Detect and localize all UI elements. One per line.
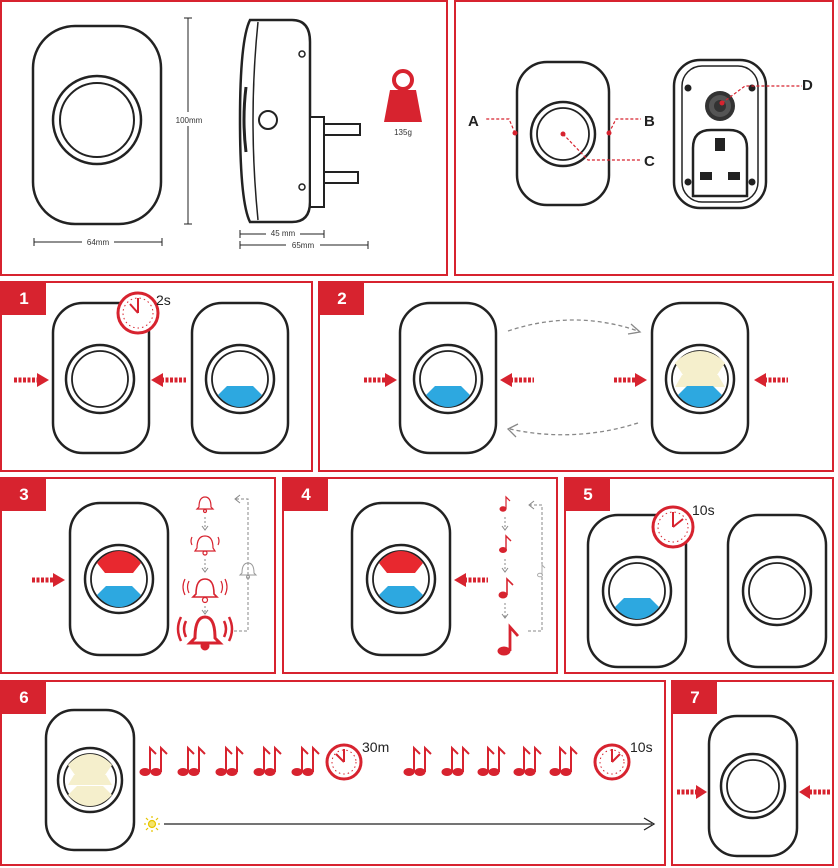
timer-icon [593, 743, 631, 781]
weight-label: 135g [394, 128, 412, 137]
parts-panel: A B C D [454, 0, 834, 276]
step-6-timer-b: 10s [630, 739, 653, 755]
bell-icon [182, 496, 228, 604]
step-6-panel: 6 30m [0, 680, 666, 866]
callout-b: B [644, 113, 655, 130]
melody-notes-a [139, 745, 320, 776]
side-button [258, 110, 278, 130]
melody-notes-b [403, 745, 578, 776]
step-5-panel: 5 10s [564, 477, 834, 674]
timer-icon [116, 291, 160, 335]
receiver-front-ring-inner [59, 82, 135, 158]
step-6-drawing: 30m 10s [44, 708, 656, 852]
depth-body-label: 45 mm [271, 229, 296, 238]
parts-drawing: A B C D [468, 58, 813, 210]
step-5-number: 5 [566, 479, 610, 511]
plug-pin-top [323, 123, 361, 136]
step-6-timer-a: 30m [362, 739, 389, 755]
step-3-panel: 3 [0, 477, 276, 674]
callout-c: C [644, 153, 655, 170]
timer-icon [325, 743, 363, 781]
step-2-panel: 2 [318, 281, 834, 472]
bell-loud-icon [176, 615, 234, 651]
step-2-drawing [364, 301, 788, 455]
callout-a: A [468, 113, 479, 130]
step-1-panel: 1 2s [0, 281, 313, 472]
step-3-number: 3 [2, 479, 46, 511]
plug-pin-bottom [323, 171, 359, 184]
callout-d: D [802, 77, 813, 94]
step-4-panel: 4 [282, 477, 558, 674]
weight-icon [384, 69, 422, 122]
step-4-number: 4 [284, 479, 328, 511]
step-7-panel: 7 [671, 680, 834, 866]
sun-icon [144, 816, 160, 832]
step-7-number: 7 [673, 682, 717, 714]
step-7-drawing [677, 714, 830, 858]
step-5-drawing: 10s [586, 502, 828, 669]
step-6-number: 6 [2, 682, 46, 714]
plug-base [309, 116, 325, 208]
music-note-icon [497, 495, 520, 656]
height-label: 100mm [176, 116, 203, 125]
step-1-number: 1 [2, 283, 46, 315]
step-3-drawing [32, 494, 258, 657]
step-4-drawing [350, 495, 546, 657]
press-arrow-left [14, 373, 49, 387]
press-arrow-right [151, 373, 186, 387]
depth-total-label: 65mm [292, 241, 315, 250]
dimensions-drawing: 64mm 100mm 45 mm 65mm 135g [31, 17, 422, 250]
step-1-timer: 2s [156, 292, 171, 308]
step-5-timer: 10s [692, 502, 715, 518]
blue-light [218, 386, 262, 407]
dimensions-panel: 64mm 100mm 45 mm 65mm 135g [0, 0, 448, 276]
timer-icon [651, 505, 695, 549]
width-label: 64mm [87, 238, 110, 247]
cream-light [675, 351, 725, 375]
speaker-grille [705, 91, 735, 121]
step-2-number: 2 [320, 283, 364, 315]
step-1-drawing: 2s [14, 291, 290, 455]
